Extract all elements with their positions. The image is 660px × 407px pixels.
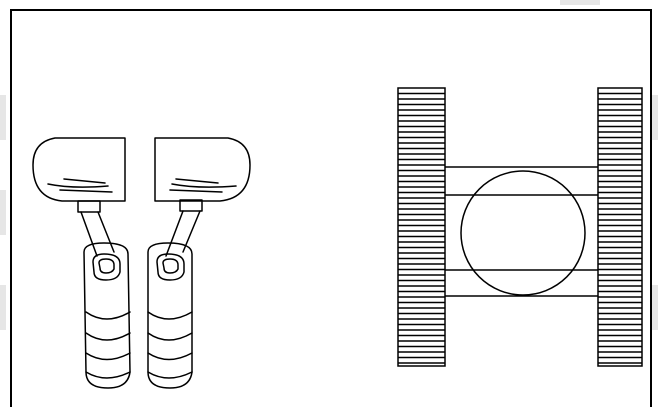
left-track	[397, 87, 446, 367]
right-track	[597, 87, 643, 367]
tracked-machine	[397, 87, 643, 367]
diagram-frame	[10, 9, 652, 407]
upper-structure-circle	[460, 170, 586, 296]
chassis-frame	[445, 166, 598, 297]
right-control-lever	[147, 137, 251, 389]
left-control-lever	[32, 137, 131, 389]
watermark-marks	[0, 0, 658, 330]
